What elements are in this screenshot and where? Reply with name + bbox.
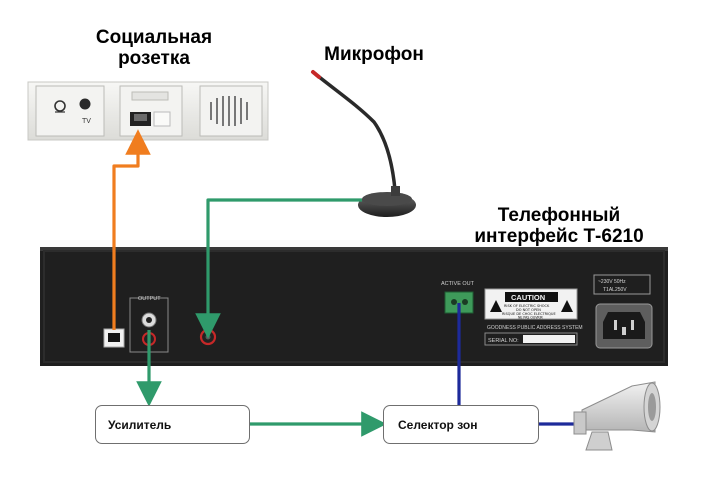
microphone-icon <box>311 70 416 217</box>
serial-label: SERIAL NO: <box>488 338 519 344</box>
mic-input-jack <box>199 328 217 346</box>
device-title-line1: Телефонный <box>497 205 621 226</box>
caution-label <box>484 288 578 320</box>
tv-socket-label: TV <box>82 118 91 125</box>
caution-text-1: RISK OF ELECTRIC SHOCK <box>504 304 550 308</box>
microphone-title: Микрофон <box>324 44 424 65</box>
caution-title: CAUTION <box>511 293 545 302</box>
zone-selector-label: Селектор зон <box>398 417 478 432</box>
phone-line-jack <box>103 328 125 348</box>
amplifier-label: Усилитель <box>108 417 172 432</box>
social-socket-title-line1: Социальная <box>95 27 213 48</box>
power-spec-line1: ~230V 50Hz <box>598 279 626 285</box>
telephone-jack-icon <box>130 91 171 127</box>
speaker-grille-icon <box>210 96 248 126</box>
device-title: Телефонный интерфейс Т-6210 <box>454 205 664 247</box>
active-out-terminal <box>444 291 474 314</box>
power-spec-line2: T1AL250V <box>603 287 627 293</box>
social-socket-title-line2: розетка <box>118 48 190 69</box>
serial-field <box>484 332 578 346</box>
brand-line: GOODNESS PUBLIC ADDRESS SYSTEM <box>487 325 583 331</box>
tv-socket-icon <box>54 98 91 113</box>
amplifier-box: Усилитель <box>95 405 250 444</box>
caution-text-2: DO NOT OPEN <box>516 308 541 312</box>
horn-speaker-icon <box>573 381 661 451</box>
active-out-label: ACTIVE OUT <box>441 281 475 287</box>
social-socket-plate <box>27 81 269 141</box>
microphone-wire <box>195 198 362 339</box>
device-title-line2: интерфейс Т-6210 <box>474 226 644 247</box>
zone-selector-box: Селектор зон <box>383 405 539 444</box>
caution-text-3: RISQUE DE CHOC ELECTRIQUE <box>502 312 556 316</box>
power-inlet-icon <box>595 303 653 349</box>
caution-text-4: NE PAS OUVRIR <box>518 316 544 320</box>
output-label: OUTPUT <box>138 296 161 302</box>
social-socket-title: Социальная розетка <box>64 27 244 69</box>
phone-line-wire <box>112 129 151 330</box>
power-spec-box <box>593 274 651 295</box>
